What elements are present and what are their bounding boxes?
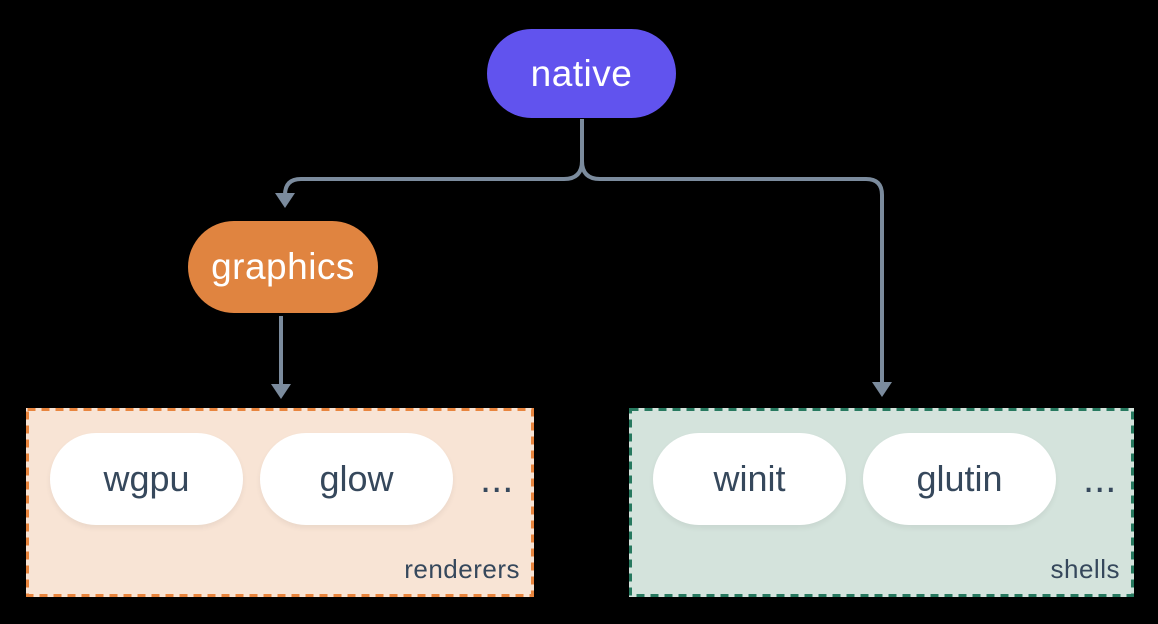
shells-pill-row: winit glutin ... (653, 433, 1116, 525)
pill-wgpu: wgpu (50, 433, 243, 525)
group-label-renderers: renderers (404, 554, 520, 584)
pill-winit: winit (653, 433, 846, 525)
node-native: native (487, 29, 676, 118)
group-box-shells: winit glutin ... shells (629, 408, 1134, 597)
shells-ellipsis: ... (1083, 457, 1117, 501)
pill-glow-label: glow (319, 458, 394, 499)
pill-wgpu-label: wgpu (103, 458, 190, 499)
renderers-dashed-border (26, 408, 534, 597)
group-box-renderers: wgpu glow ... renderers (26, 408, 534, 597)
group-label-shells: shells (1050, 554, 1120, 584)
edge-native-to-shells (580, 119, 884, 384)
renderers-ellipsis: ... (480, 457, 514, 501)
renderers-pill-row: wgpu glow ... (50, 433, 513, 525)
node-native-label: native (530, 52, 633, 94)
pill-glow: glow (260, 433, 453, 525)
arrowhead-shells (872, 382, 892, 397)
arrowhead-renderers (271, 384, 291, 399)
pill-glutin: glutin (863, 433, 1056, 525)
shells-dashed-border (629, 408, 1134, 597)
edge-native-to-graphics (283, 119, 584, 196)
pill-glutin-label: glutin (916, 458, 1003, 499)
node-graphics-label: graphics (211, 246, 355, 287)
node-graphics: graphics (188, 221, 378, 313)
arrowhead-graphics (275, 193, 295, 208)
pill-winit-label: winit (713, 458, 786, 499)
